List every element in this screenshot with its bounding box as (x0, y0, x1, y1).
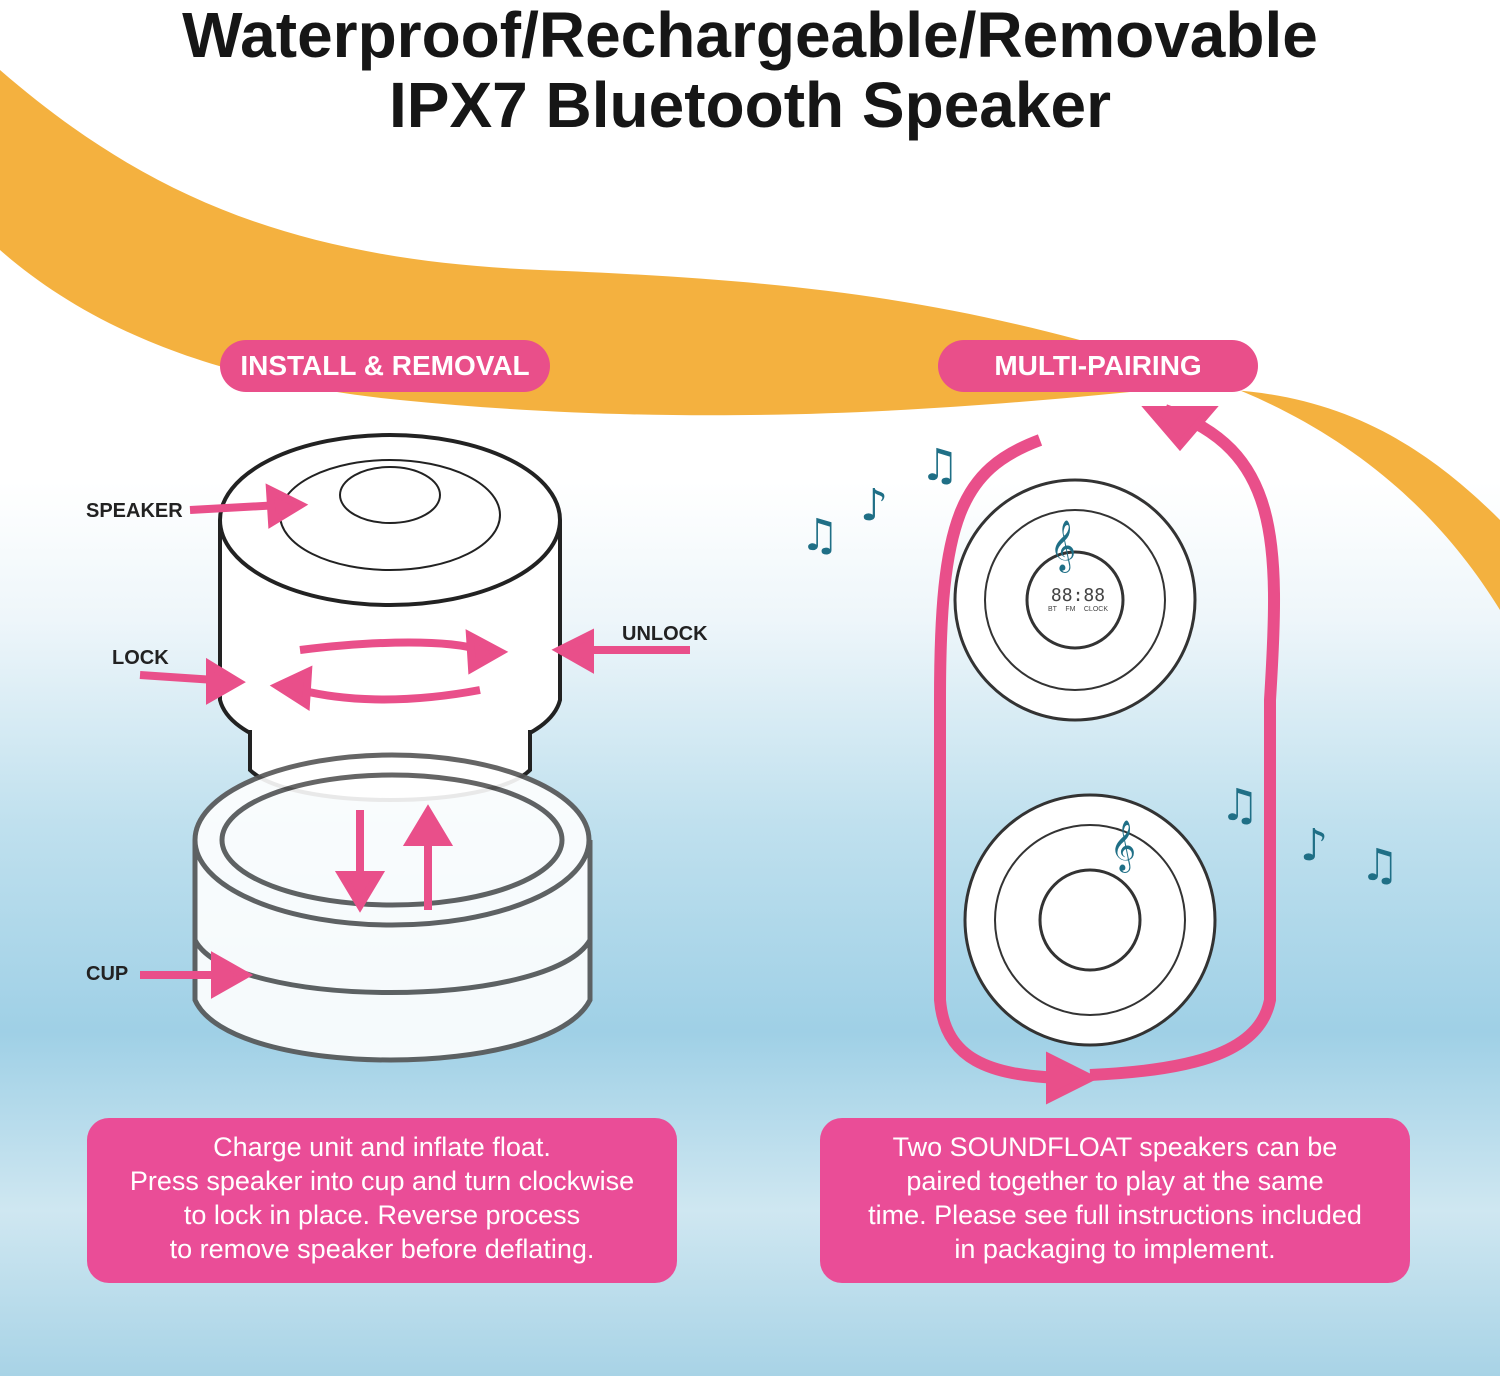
lcd-display: 88:88 BT FM CLOCK (1048, 585, 1108, 613)
svg-text:♫: ♫ (800, 510, 839, 561)
title-line-2: IPX7 Bluetooth Speaker (389, 69, 1111, 141)
svg-text:♫: ♫ (1220, 780, 1259, 831)
caption-line: in packaging to implement. (954, 1234, 1276, 1264)
svg-text:𝄞: 𝄞 (1050, 520, 1076, 573)
multi-pairing-badge: MULTI-PAIRING (938, 340, 1258, 392)
lock-label: LOCK (112, 647, 169, 669)
music-notes-icon: ♫ ♪ ♫ 𝄞 𝄞 ♫ ♪ ♫ (800, 440, 1399, 891)
pairing-caption: Two SOUNDFLOAT speakers can be paired to… (820, 1118, 1410, 1283)
caption-line: time. Please see full instructions inclu… (868, 1200, 1362, 1230)
cup-illustration (192, 752, 593, 1063)
svg-text:♫: ♫ (1360, 840, 1399, 891)
install-caption: Charge unit and inflate float. Press spe… (87, 1118, 677, 1283)
paired-speakers (953, 478, 1217, 1047)
caption-line: to lock in place. Reverse process (183, 1200, 581, 1230)
caption-line: to remove speaker before deflating. (169, 1234, 595, 1264)
lcd-digits: 88:88 (1050, 585, 1106, 606)
unlock-label: UNLOCK (622, 623, 708, 645)
svg-text:𝄞: 𝄞 (1110, 820, 1136, 873)
speaker-label: SPEAKER (86, 500, 183, 522)
caption-line: Two SOUNDFLOAT speakers can be (892, 1132, 1338, 1162)
title-line-1: Waterproof/Rechargeable/Removable (182, 0, 1318, 71)
lcd-mode-bt: BT (1048, 606, 1057, 613)
caption-line: paired together to play at the same (906, 1166, 1324, 1196)
cup-label: CUP (86, 963, 129, 985)
orange-swoosh (0, 70, 1500, 610)
caption-line: Charge unit and inflate float. (213, 1132, 551, 1162)
svg-text:♪: ♪ (1300, 820, 1328, 871)
svg-text:♫: ♫ (920, 440, 959, 491)
caption-line: Press speaker into cup and turn clockwis… (129, 1166, 635, 1196)
lcd-mode-clock: CLOCK (1083, 606, 1108, 613)
lcd-mode-fm: FM (1065, 606, 1076, 613)
svg-text:♪: ♪ (860, 480, 888, 531)
install-removal-badge: INSTALL & REMOVAL (220, 340, 550, 392)
arrows (139, 404, 1280, 1105)
